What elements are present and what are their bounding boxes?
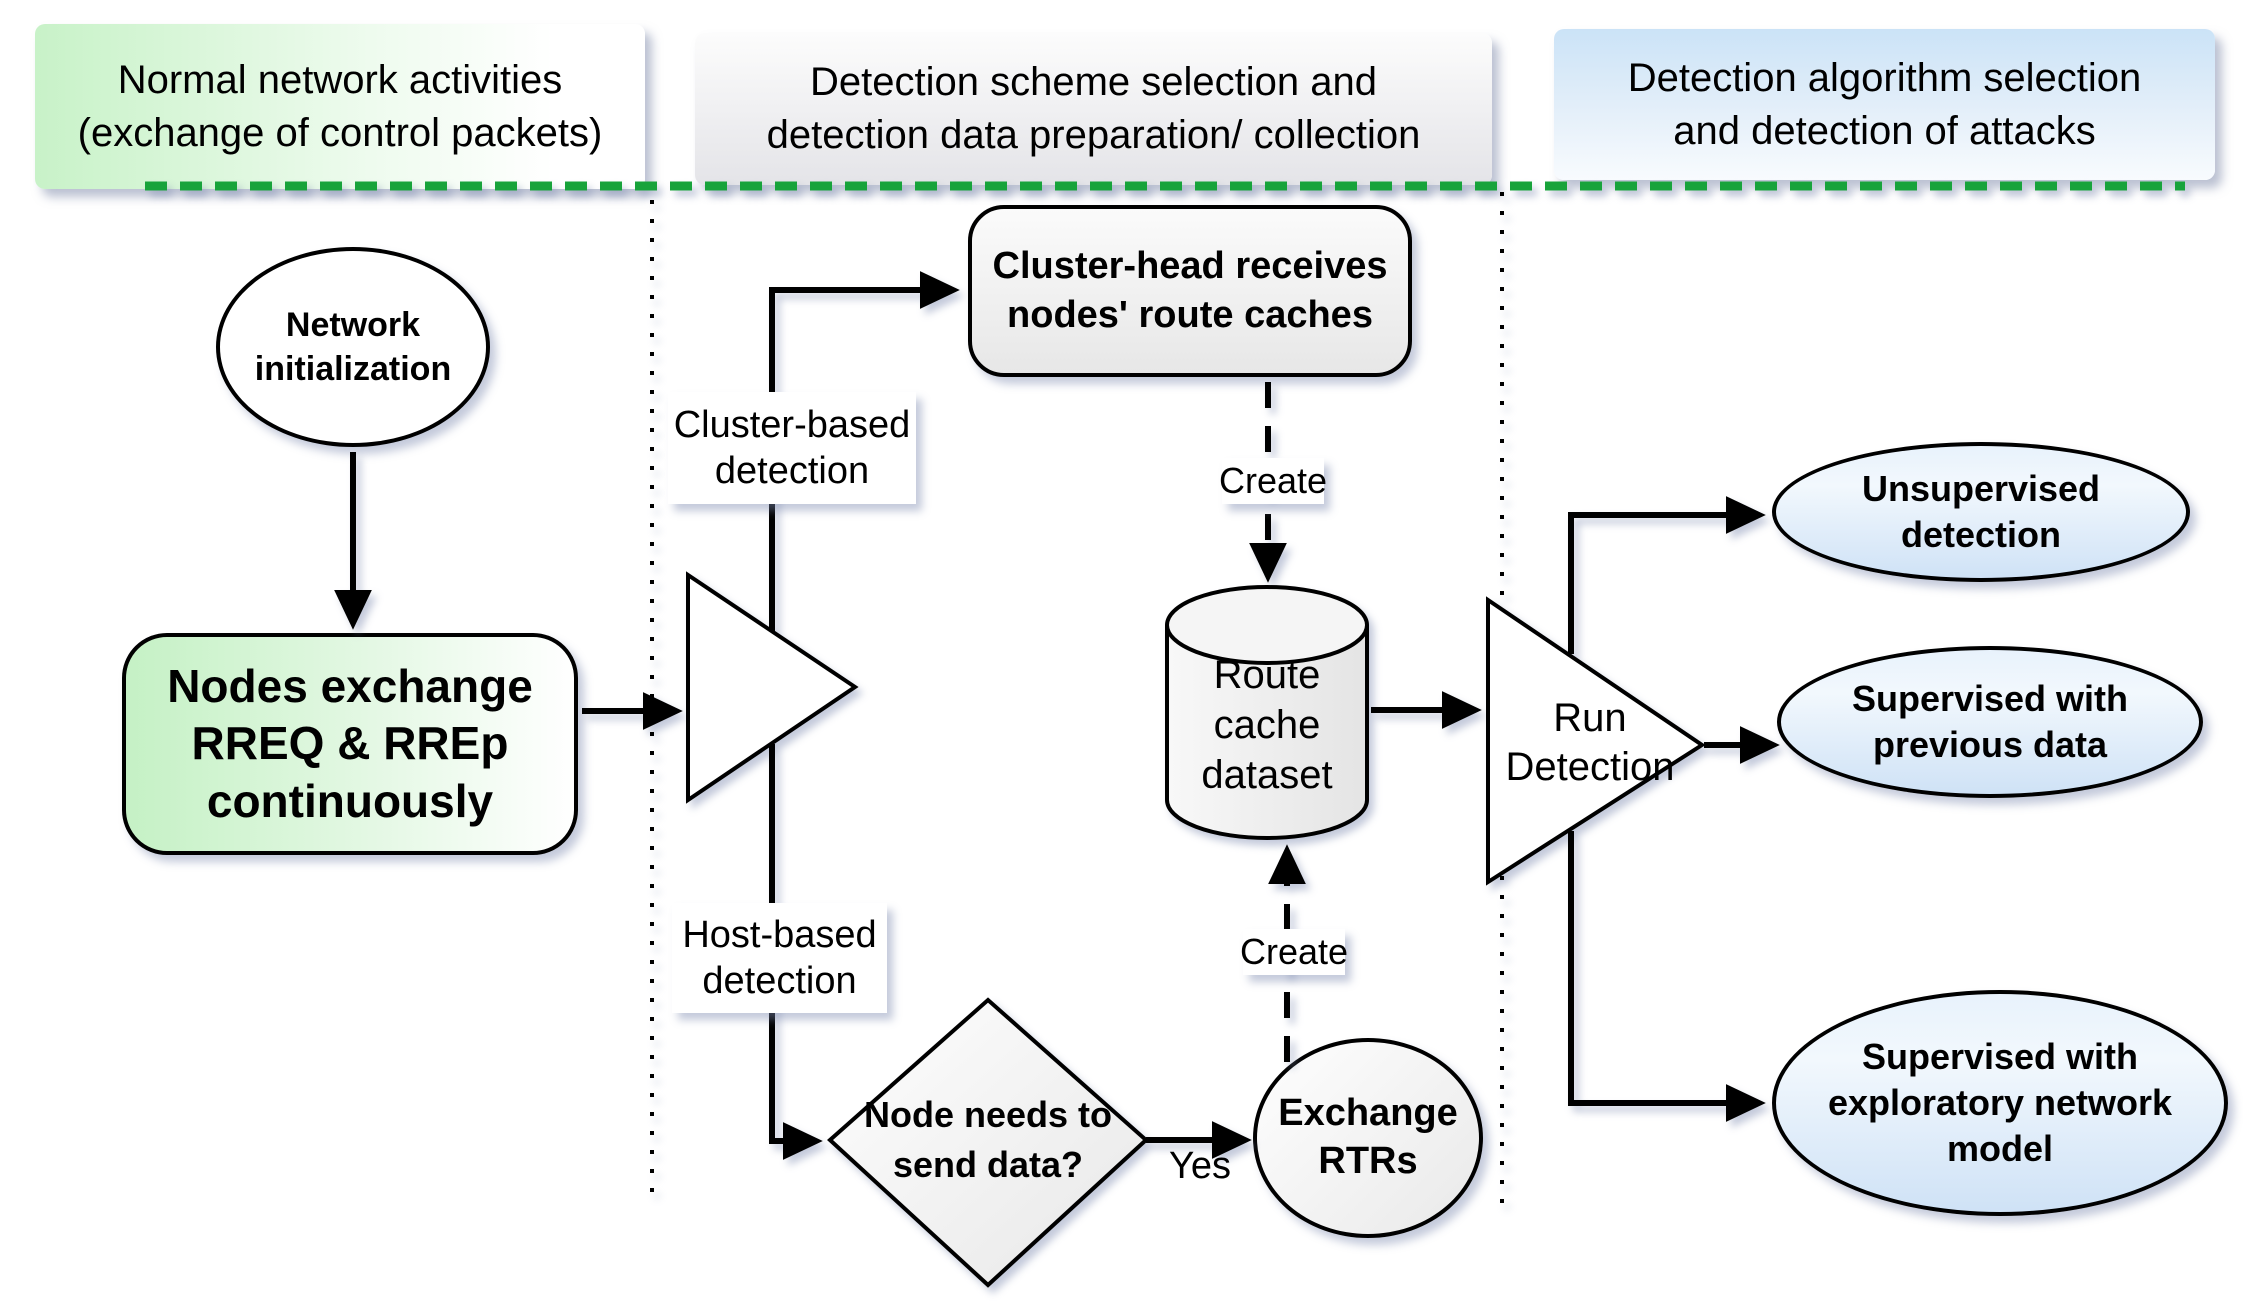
branch-triangle-scheme-selection xyxy=(686,571,859,804)
node-nodes-exchange-rreq-rrep: Nodes exchange RREQ & RREp continuously xyxy=(122,633,578,855)
node-network-initialization: Network initialization xyxy=(216,247,490,447)
node-cluster-head-receives-caches: Cluster-head receives nodes' route cache… xyxy=(968,205,1412,377)
arrow-run-to-unsupervised xyxy=(1568,496,1766,654)
database-cylinder-label: Route cache dataset xyxy=(1201,653,1333,797)
node-supervised-previous-data: Supervised with previous data xyxy=(1777,646,2203,798)
run-detection-triangle-label: Run Detection xyxy=(1505,696,1675,789)
edge-label-cluster-based-detection: Cluster-based detection xyxy=(668,392,916,504)
lane-header-detection-scheme: Detection scheme selection and detection… xyxy=(695,33,1492,185)
arrow-run-to-supervised-exploratory xyxy=(1568,831,1766,1122)
edge-label-host-based-detection: Host-based detection xyxy=(672,903,887,1013)
node-supervised-exploratory-model: Supervised with exploratory network mode… xyxy=(1772,990,2228,1216)
edge-label-yes: Yes xyxy=(1169,1144,1231,1187)
edge-label-create-top: Create xyxy=(1219,458,1327,504)
lane-header-normal-activities: Normal network activities (exchange of c… xyxy=(35,24,645,189)
node-exchange-rtrs: Exchange RTRs xyxy=(1253,1038,1483,1238)
edge-label-create-bottom: Create xyxy=(1240,929,1348,975)
node-unsupervised-detection: Unsupervised detection xyxy=(1772,442,2190,582)
lane-header-detection-algorithm: Detection algorithm selection and detect… xyxy=(1554,29,2215,180)
decision-diamond-label: Node needs to send data? xyxy=(863,1094,1113,1185)
